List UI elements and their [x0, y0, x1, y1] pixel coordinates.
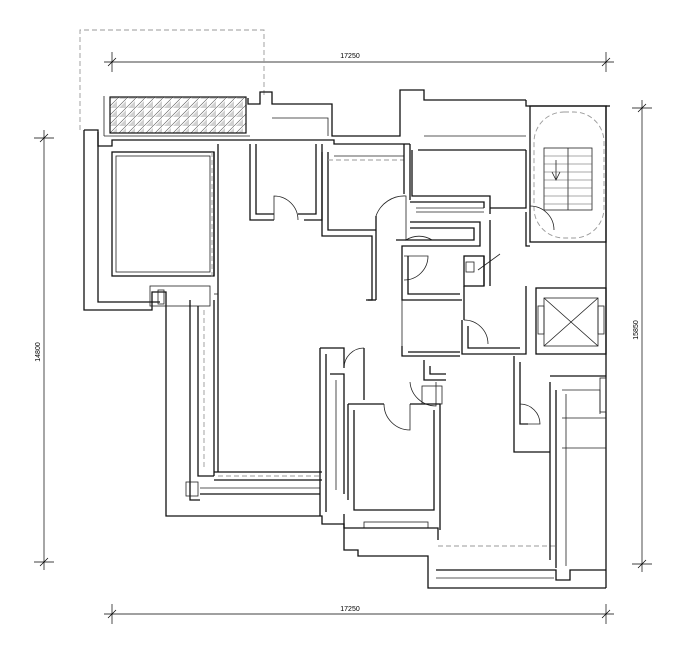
- living-room-main: [214, 293, 403, 472]
- living-room-west: [185, 300, 322, 501]
- balcony-planter: [103, 96, 250, 137]
- staircase: [525, 105, 607, 247]
- dimension-right: 15850: [632, 100, 652, 572]
- corridor: [401, 286, 527, 407]
- elevator: [535, 287, 607, 355]
- dimension-bottom: 17250: [104, 604, 614, 624]
- dashed-outline: [79, 29, 265, 130]
- bedroom-top-left: [111, 144, 219, 307]
- dimension-bottom-label: 17250: [340, 606, 360, 613]
- dimension-left: 14800: [34, 130, 54, 570]
- top-rooms: [249, 144, 433, 301]
- dimension-right-label: 15850: [633, 320, 640, 340]
- dimension-left-label: 14800: [35, 342, 42, 362]
- rooms-lower-right: [513, 356, 607, 568]
- stair-treads: [544, 155, 592, 205]
- bedroom-lower-centre: [319, 347, 441, 540]
- service-core: [396, 149, 527, 320]
- dimension-top: 17250: [104, 52, 614, 72]
- exterior-walls: [83, 89, 610, 589]
- dimension-top-label: 17250: [340, 53, 360, 60]
